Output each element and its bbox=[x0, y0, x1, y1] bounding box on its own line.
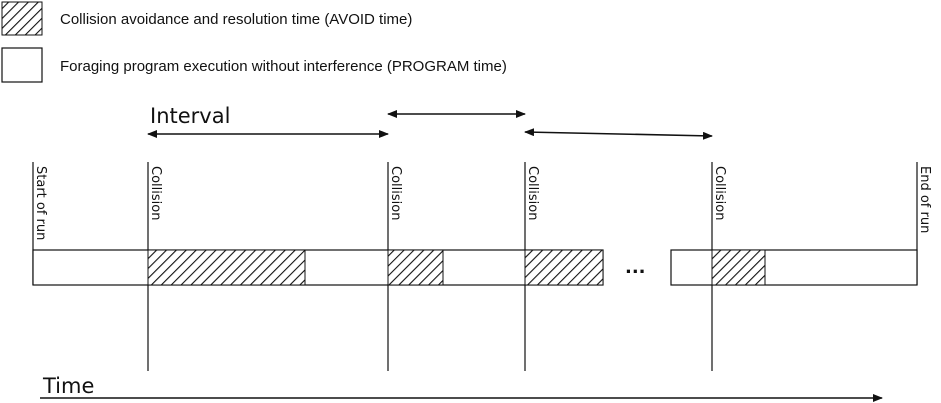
interval-label: Interval bbox=[150, 104, 230, 128]
avoid-segment-3 bbox=[524, 249, 604, 286]
legend-program-label: Foraging program execution without inter… bbox=[60, 58, 507, 75]
interval-arrow-3 bbox=[524, 128, 713, 140]
collision-label-2: Collision bbox=[388, 166, 403, 220]
legend-avoid-label: Collision avoidance and resolution time … bbox=[60, 11, 412, 28]
timeline-bar-right bbox=[670, 249, 918, 286]
avoid-segment-2 bbox=[387, 249, 444, 286]
timeline-bar-left bbox=[32, 249, 604, 286]
ellipsis: ... bbox=[625, 257, 646, 278]
start-label: Start of run bbox=[33, 166, 48, 240]
collision-label-1: Collision bbox=[148, 166, 163, 220]
collision-label-4: Collision bbox=[712, 166, 727, 220]
end-label: End of run bbox=[917, 166, 932, 233]
time-label: Time bbox=[42, 374, 94, 398]
legend-avoid-swatch bbox=[1, 1, 43, 36]
collision-label-3: Collision bbox=[525, 166, 540, 220]
avoid-segment-4 bbox=[711, 249, 766, 286]
legend-program-swatch bbox=[1, 47, 43, 83]
avoid-segment-1 bbox=[147, 249, 306, 286]
